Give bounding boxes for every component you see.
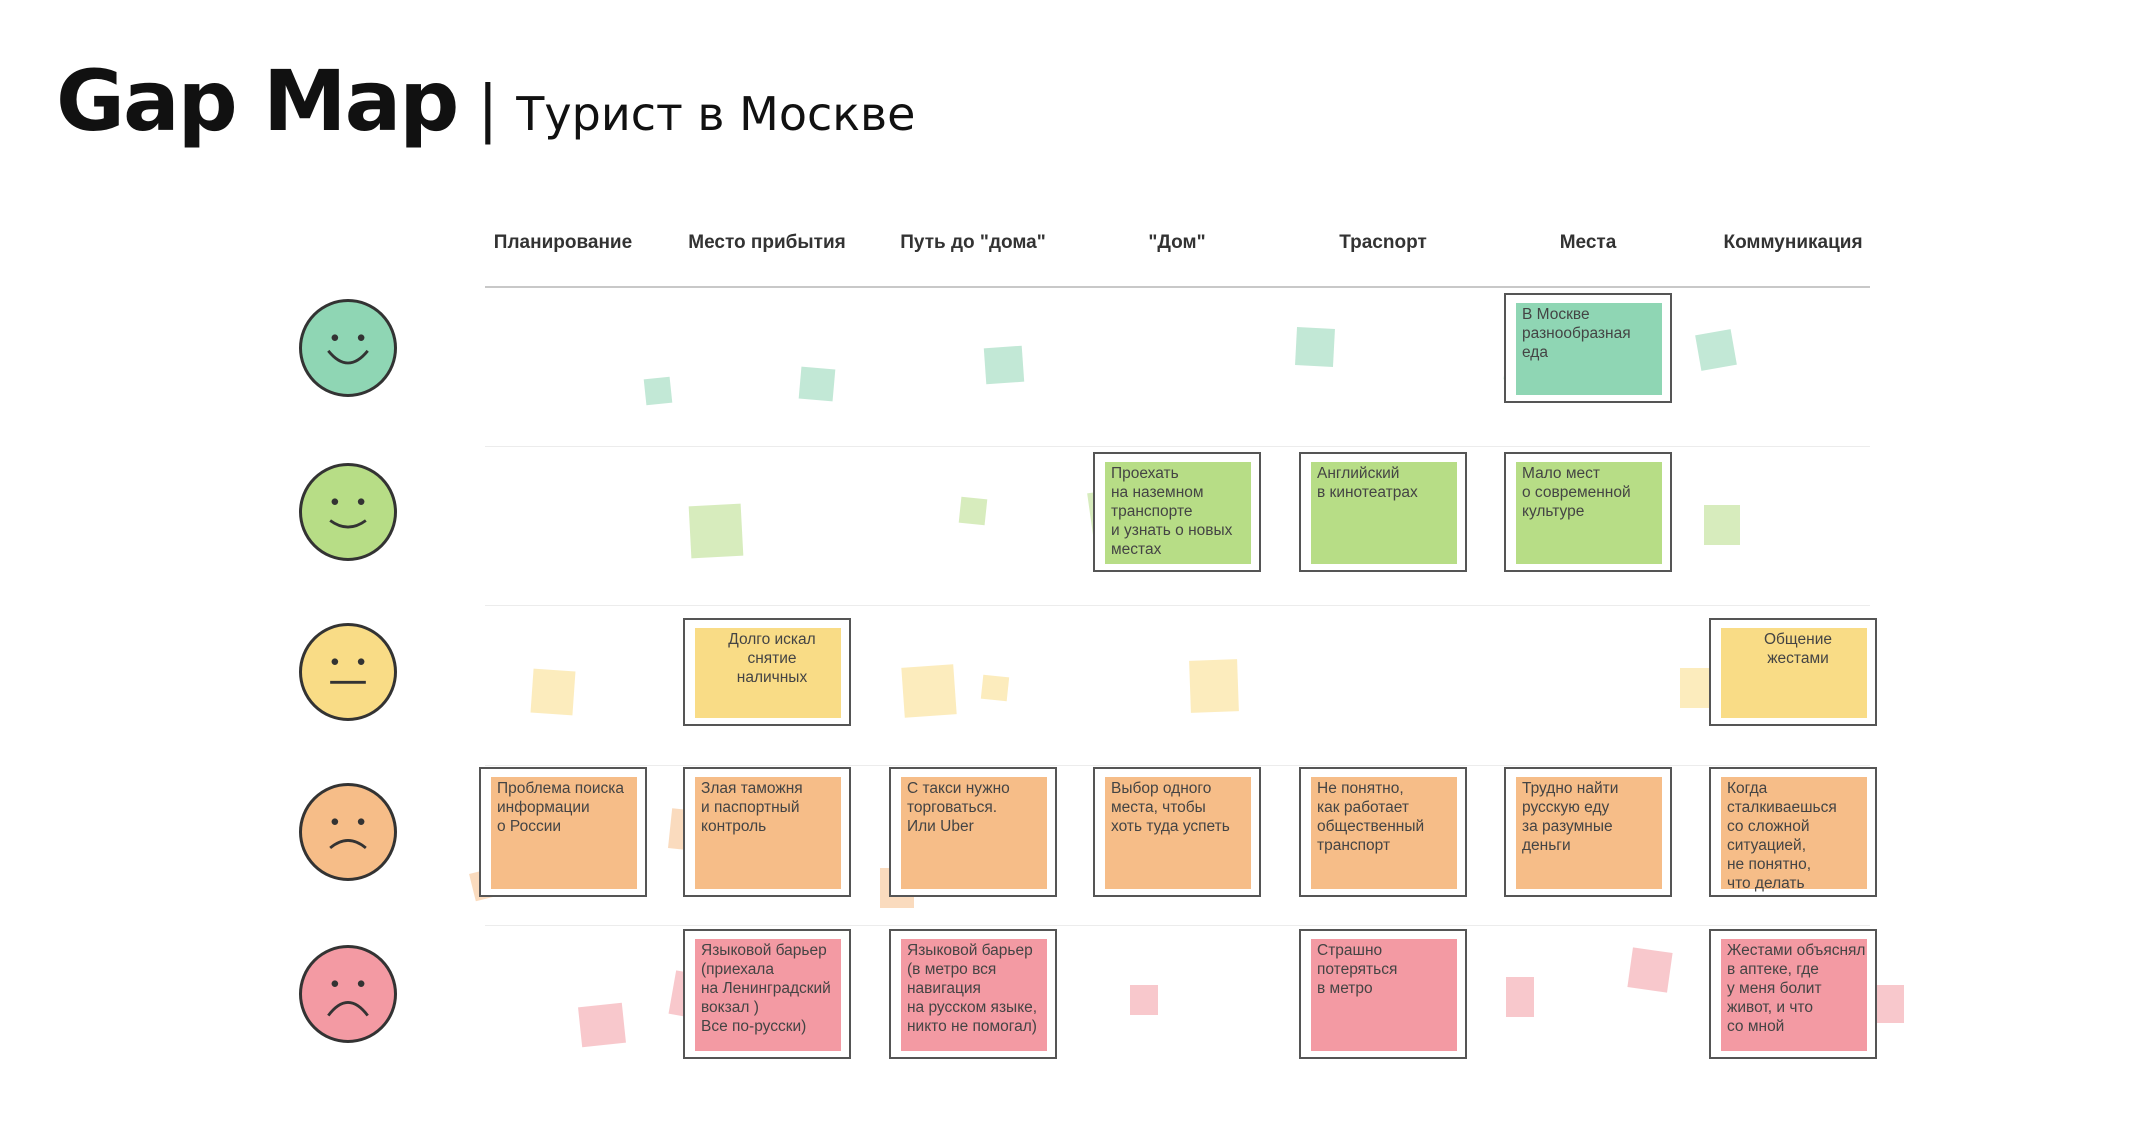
sad-face-icon [299, 783, 397, 881]
happy-face-icon [299, 463, 397, 561]
column-header: Путь до "дома" [900, 232, 1046, 253]
gap-card: Не понятно, как работает общественный тр… [1299, 767, 1467, 897]
sticky-note-faint [1295, 327, 1335, 367]
card-text: Злая таможня и паспортный контроль [701, 780, 803, 835]
sticky-note-faint [798, 366, 836, 402]
sticky-note [1311, 777, 1457, 889]
sticky-note [695, 777, 841, 889]
card-text: Страшно потеряться в метро [1317, 942, 1398, 997]
sticky-note [1721, 939, 1867, 1051]
sticky-note [1311, 462, 1457, 564]
sticky-note-faint [688, 503, 744, 559]
gap-card: Проблема поиска информации о России [479, 767, 647, 897]
card-text: Долго искал снятие наличных [728, 631, 816, 686]
sticky-note-faint [1876, 985, 1904, 1023]
very-happy-face-icon [299, 299, 397, 397]
sticky-note [1311, 939, 1457, 1051]
gap-card: Трудно найти русскую еду за разумные ден… [1504, 767, 1672, 897]
card-text: Проблема поиска информации о России [497, 780, 624, 835]
row-divider [485, 605, 1870, 606]
card-text: Выбор одного места, чтобы хоть туда успе… [1111, 780, 1230, 835]
sticky-note [1516, 462, 1662, 564]
column-header: Места [1559, 232, 1617, 253]
gap-card: Языковой барьер (приехала на Ленинградск… [683, 929, 851, 1059]
gap-card: Английский в кинотеатрах [1299, 452, 1467, 572]
card-text: Английский в кинотеатрах [1317, 465, 1418, 501]
gap-card: Жестами объяснял в аптеке, где у меня бо… [1709, 929, 1877, 1059]
sticky-note-faint [1704, 505, 1740, 545]
sticky-note [901, 777, 1047, 889]
sticky-note-faint [901, 664, 957, 718]
card-text: Жестами объяснял в аптеке, где у меня бо… [1727, 942, 1866, 1035]
gap-card: Общение жестами [1709, 618, 1877, 726]
gap-card: Мало мест о современной культуре [1504, 452, 1672, 572]
card-text: Языковой барьер (в метро вся навигация н… [907, 942, 1038, 1035]
card-text: С такси нужно торговаться. Или Uber [907, 780, 1010, 835]
sticky-note-faint [958, 496, 988, 526]
card-text: Не понятно, как работает общественный тр… [1317, 780, 1425, 854]
sticky-note [1721, 777, 1867, 889]
sticky-note-faint [980, 674, 1010, 702]
gap-card: Долго искал снятие наличных [683, 618, 851, 726]
card-text: Трудно найти русскую еду за разумные ден… [1522, 780, 1619, 854]
sticky-note [491, 777, 637, 889]
sticky-note [901, 939, 1047, 1051]
sticky-note-faint [1189, 659, 1239, 713]
column-header: Коммуникация [1723, 232, 1863, 253]
neutral-face-icon [299, 623, 397, 721]
column-header: Место прибытия [688, 232, 846, 253]
page-title: Gap Map | Турист в Москве [56, 52, 915, 150]
title-subtitle: Турист в Москве [516, 87, 916, 141]
gap-card: Выбор одного места, чтобы хоть туда успе… [1093, 767, 1261, 897]
gap-card: Когда сталкиваешься со сложной ситуацией… [1709, 767, 1877, 897]
sticky-note [1105, 777, 1251, 889]
gap-card: В Москве разнообразная еда [1504, 293, 1672, 403]
gap-card: С такси нужно торговаться. Или Uber [889, 767, 1057, 897]
sticky-note-faint [643, 376, 673, 406]
card-text: В Москве разнообразная еда [1522, 306, 1631, 361]
card-text: Языковой барьер (приехала на Ленинградск… [701, 942, 831, 1035]
gap-card: Проехать на наземном транспорте и узнать… [1093, 452, 1261, 572]
sticky-note-faint [578, 1002, 626, 1048]
row-divider [485, 765, 1870, 766]
sticky-note [1516, 777, 1662, 889]
sticky-note-faint [983, 345, 1025, 385]
row-divider [485, 446, 1870, 447]
column-header: "Дом" [1148, 232, 1206, 253]
sticky-note-faint [1506, 977, 1534, 1017]
card-text: Когда сталкиваешься со сложной ситуацией… [1727, 780, 1837, 892]
sticky-note-faint [1627, 947, 1673, 993]
title-main: Gap Map [56, 52, 459, 150]
sticky-note-faint [1130, 985, 1158, 1015]
sticky-note [1516, 303, 1662, 395]
sticky-note-faint [1695, 329, 1737, 371]
sticky-note [1721, 628, 1867, 718]
card-text: Мало мест о современной культуре [1522, 465, 1631, 520]
gap-card: Злая таможня и паспортный контроль [683, 767, 851, 897]
gap-card: Страшно потеряться в метро [1299, 929, 1467, 1059]
card-text: Проехать на наземном транспорте и узнать… [1111, 465, 1233, 558]
sticky-note [1105, 462, 1251, 564]
header-divider [485, 286, 1870, 288]
card-text: Общение жестами [1764, 631, 1832, 667]
gap-card: Языковой барьер (в метро вся навигация н… [889, 929, 1057, 1059]
very-sad-face-icon [299, 945, 397, 1043]
sticky-note [695, 628, 841, 718]
column-header: Планирование [493, 232, 633, 253]
title-separator: | [477, 72, 499, 145]
column-header: Трасnорт [1339, 232, 1427, 253]
row-divider [485, 925, 1870, 926]
sticky-note-faint [530, 668, 576, 716]
sticky-note [695, 939, 841, 1051]
